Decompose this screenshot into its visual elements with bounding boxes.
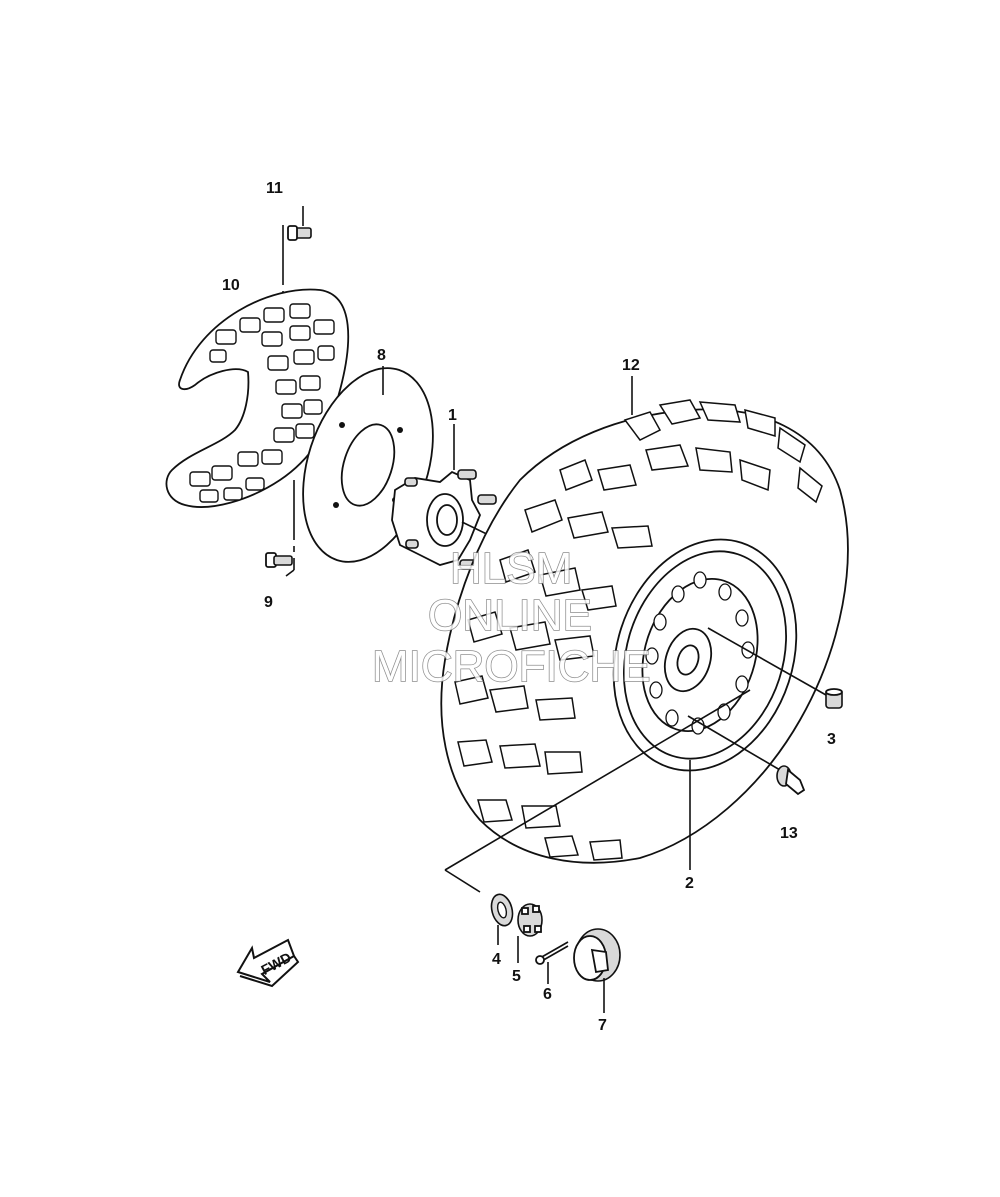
fwd-arrow: FWD [236,938,300,988]
brake-guard-plate-10-illustration [165,288,350,508]
bolt-9-illustration [265,552,293,568]
watermark-line-1: HLSM [450,544,572,593]
callout-11: 11 [266,180,283,197]
leader-line-main-b [444,869,481,893]
washer-4-illustration [490,893,514,927]
cotter-pin-6-illustration [535,941,569,965]
callout-13: 13 [780,825,798,842]
leader-line-3 [707,627,827,696]
callout-6: 6 [543,986,552,1003]
callout-3: 3 [827,731,836,748]
callout-7: 7 [598,1017,607,1034]
wheel-hub-1-illustration [391,469,497,570]
hub-cap-7-illustration [573,928,621,982]
nut-3-illustration [825,688,843,709]
callout-2: 2 [685,875,694,892]
leader-line-13 [687,715,781,771]
bolt-11-illustration [287,206,312,241]
callout-12: 12 [622,357,640,374]
leader-line-9b [285,569,295,577]
callout-8: 8 [377,347,386,364]
callout-9: 9 [264,594,273,611]
valve-stem-13-illustration [776,765,806,796]
callout-10: 10 [222,277,240,294]
leader-line-main-a [444,689,751,871]
callout-5: 5 [512,968,521,985]
watermark-line-2: ONLINE [428,591,592,640]
callout-4: 4 [492,951,501,968]
castle-nut-5-illustration [517,903,543,937]
watermark-line-3: MICROFICHE [372,642,651,691]
callout-1: 1 [448,407,457,424]
